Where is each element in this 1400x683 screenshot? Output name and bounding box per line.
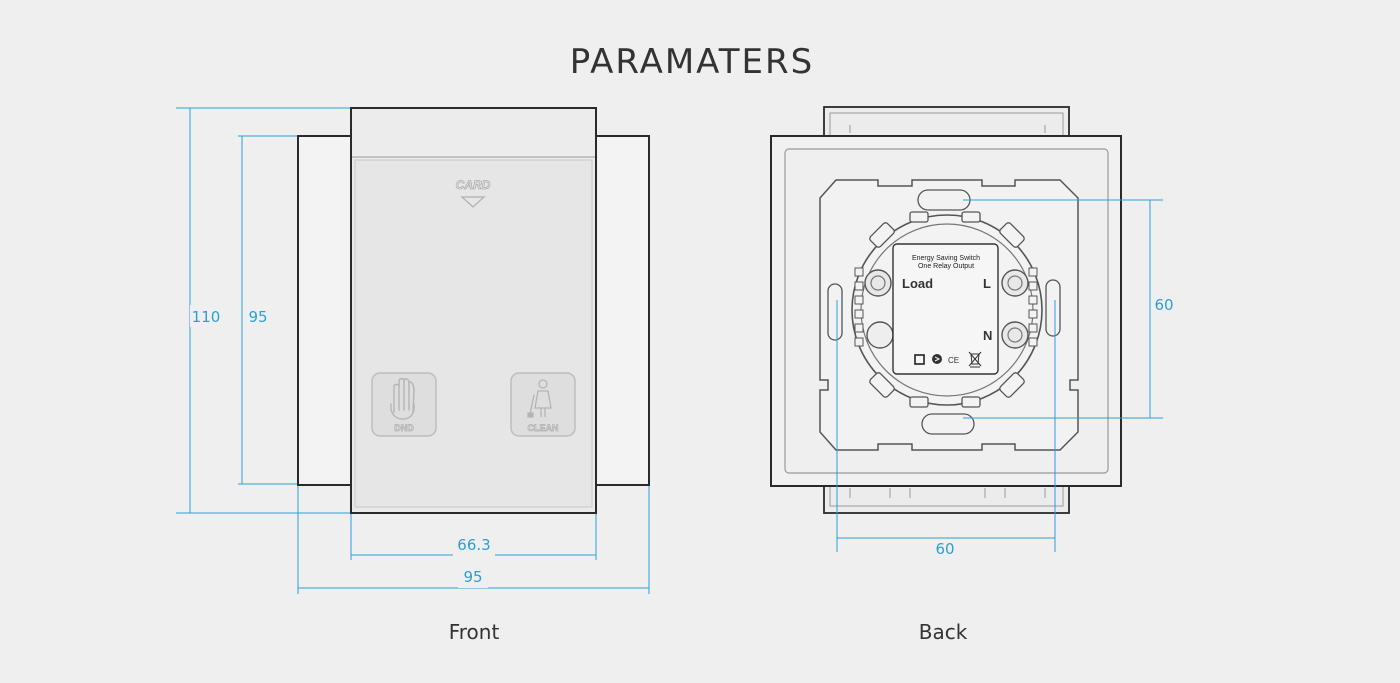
back-view: Energy Saving Switch One Relay Output Lo… [770,106,1178,559]
module-line1: Energy Saving Switch [912,255,980,262]
energy-cert-icon [932,354,942,364]
terminal-l-label: L [983,276,991,291]
terminal-load-label: Load [902,276,933,291]
back-caption: Back [918,620,968,644]
front-glass-inner [354,159,593,508]
dim-back-hole-height: 60 [1154,296,1173,314]
dim-front-outer-width: 95 [463,568,482,586]
module-label [892,243,999,375]
front-dimensions [176,107,650,594]
dim-front-inner-width: 66.3 [457,536,490,554]
back-bottom-frame [823,481,1070,514]
ce-cert-label: CE [948,356,959,365]
terminal-n-label: N [983,328,992,343]
clean-label: CLEAN [528,423,559,433]
dim-back-hole-width: 60 [935,540,954,558]
terminal-screws [864,269,1029,349]
weee-bin-icon [968,351,982,368]
dim-front-outer-height: 110 [192,308,221,326]
square-cert-icon [914,354,925,365]
card-arrow-icon [460,196,486,208]
card-label: CARD [456,178,491,192]
dim-front-inner-height: 95 [248,308,267,326]
back-top-frame [823,106,1070,140]
maid-icon [527,379,552,418]
front-caption: Front [448,620,500,644]
card-slot-band [352,109,595,157]
hand-icon [390,378,415,420]
page-title: PARAMATERS [569,42,815,82]
dnd-label: DND [394,423,414,433]
clean-button[interactable] [510,372,576,437]
module-line2: One Relay Output [918,263,974,270]
front-view: CARD DND CLEAN [176,107,650,594]
back-dimensions [836,199,1163,552]
